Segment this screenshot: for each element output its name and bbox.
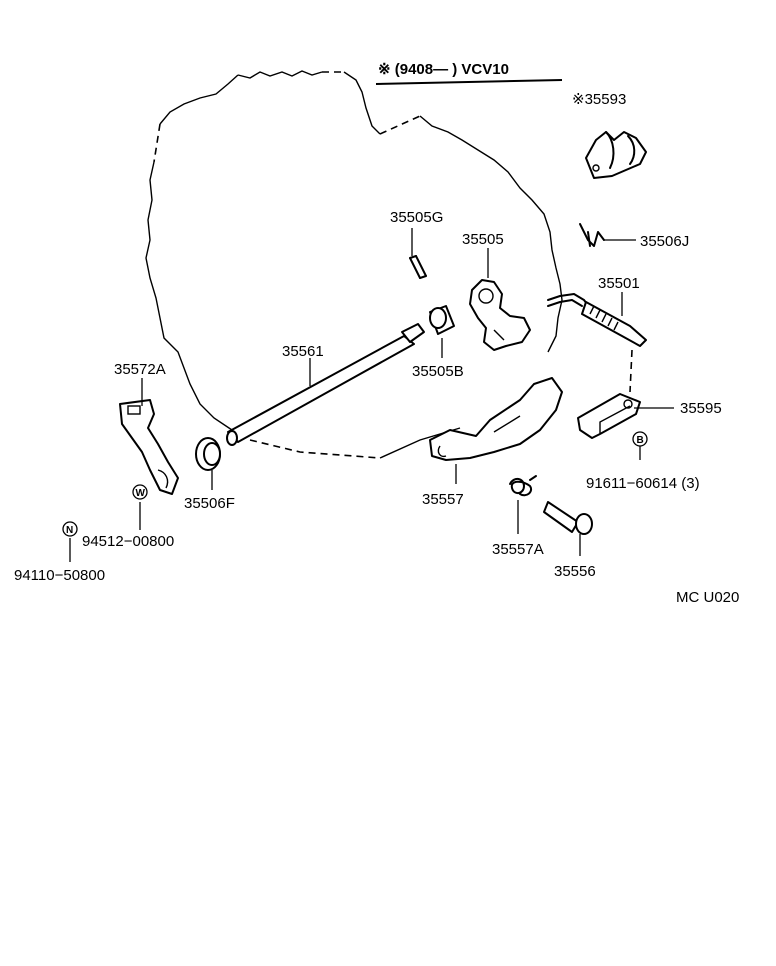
label-35506F: 35506F xyxy=(184,495,235,512)
label-94512-00800: 94512−00800 xyxy=(82,533,174,550)
label-35505B: 35505B xyxy=(412,363,464,380)
symbol-w-circle: W xyxy=(132,484,148,500)
label-91611-60614: 91611−60614 (3) xyxy=(586,475,700,492)
label-35561: 35561 xyxy=(282,343,324,360)
part-35595-bracket xyxy=(577,393,641,439)
leader-lines xyxy=(69,228,674,562)
drawing-code: MC U020 xyxy=(676,589,739,606)
label-35505: 35505 xyxy=(462,231,504,248)
label-35595: 35595 xyxy=(680,400,722,417)
part-35572A-bracket xyxy=(119,399,179,495)
label-35556: 35556 xyxy=(554,563,596,580)
part-35593-clamp xyxy=(585,131,647,179)
part-35557-lever xyxy=(429,377,563,461)
symbol-n-letter: N xyxy=(66,525,73,536)
label-35557A: 35557A xyxy=(492,541,544,558)
symbol-n-circle: N xyxy=(62,521,78,537)
part-35501-rod xyxy=(547,293,647,347)
part-35505B-bushing xyxy=(429,305,455,335)
label-35572A: 35572A xyxy=(114,361,166,378)
label-94110-50800: 94110−50800 xyxy=(14,567,105,584)
transmission-case-outline xyxy=(145,70,563,459)
symbol-b-letter: B xyxy=(637,435,644,446)
part-35505-shift-head xyxy=(469,279,531,351)
symbol-b-circle: B xyxy=(632,431,648,447)
header-underline xyxy=(375,79,563,85)
range-header: ※ (9408— ) VCV10 xyxy=(378,61,509,78)
part-35506J-clip xyxy=(579,223,605,247)
label-35505G: 35505G xyxy=(390,209,443,226)
part-35556-pin xyxy=(543,501,593,535)
label-35593: ※35593 xyxy=(572,91,626,108)
part-35561-shaft xyxy=(226,323,425,446)
part-35505G-pin xyxy=(409,255,427,279)
part-35557A-spring xyxy=(509,475,537,497)
connector-35501-35595 xyxy=(629,349,633,393)
label-35506J: 35506J xyxy=(640,233,689,250)
label-35501: 35501 xyxy=(598,275,640,292)
part-35506F-bushing xyxy=(195,437,221,471)
label-35557: 35557 xyxy=(422,491,464,508)
symbol-w-letter: W xyxy=(136,488,146,499)
